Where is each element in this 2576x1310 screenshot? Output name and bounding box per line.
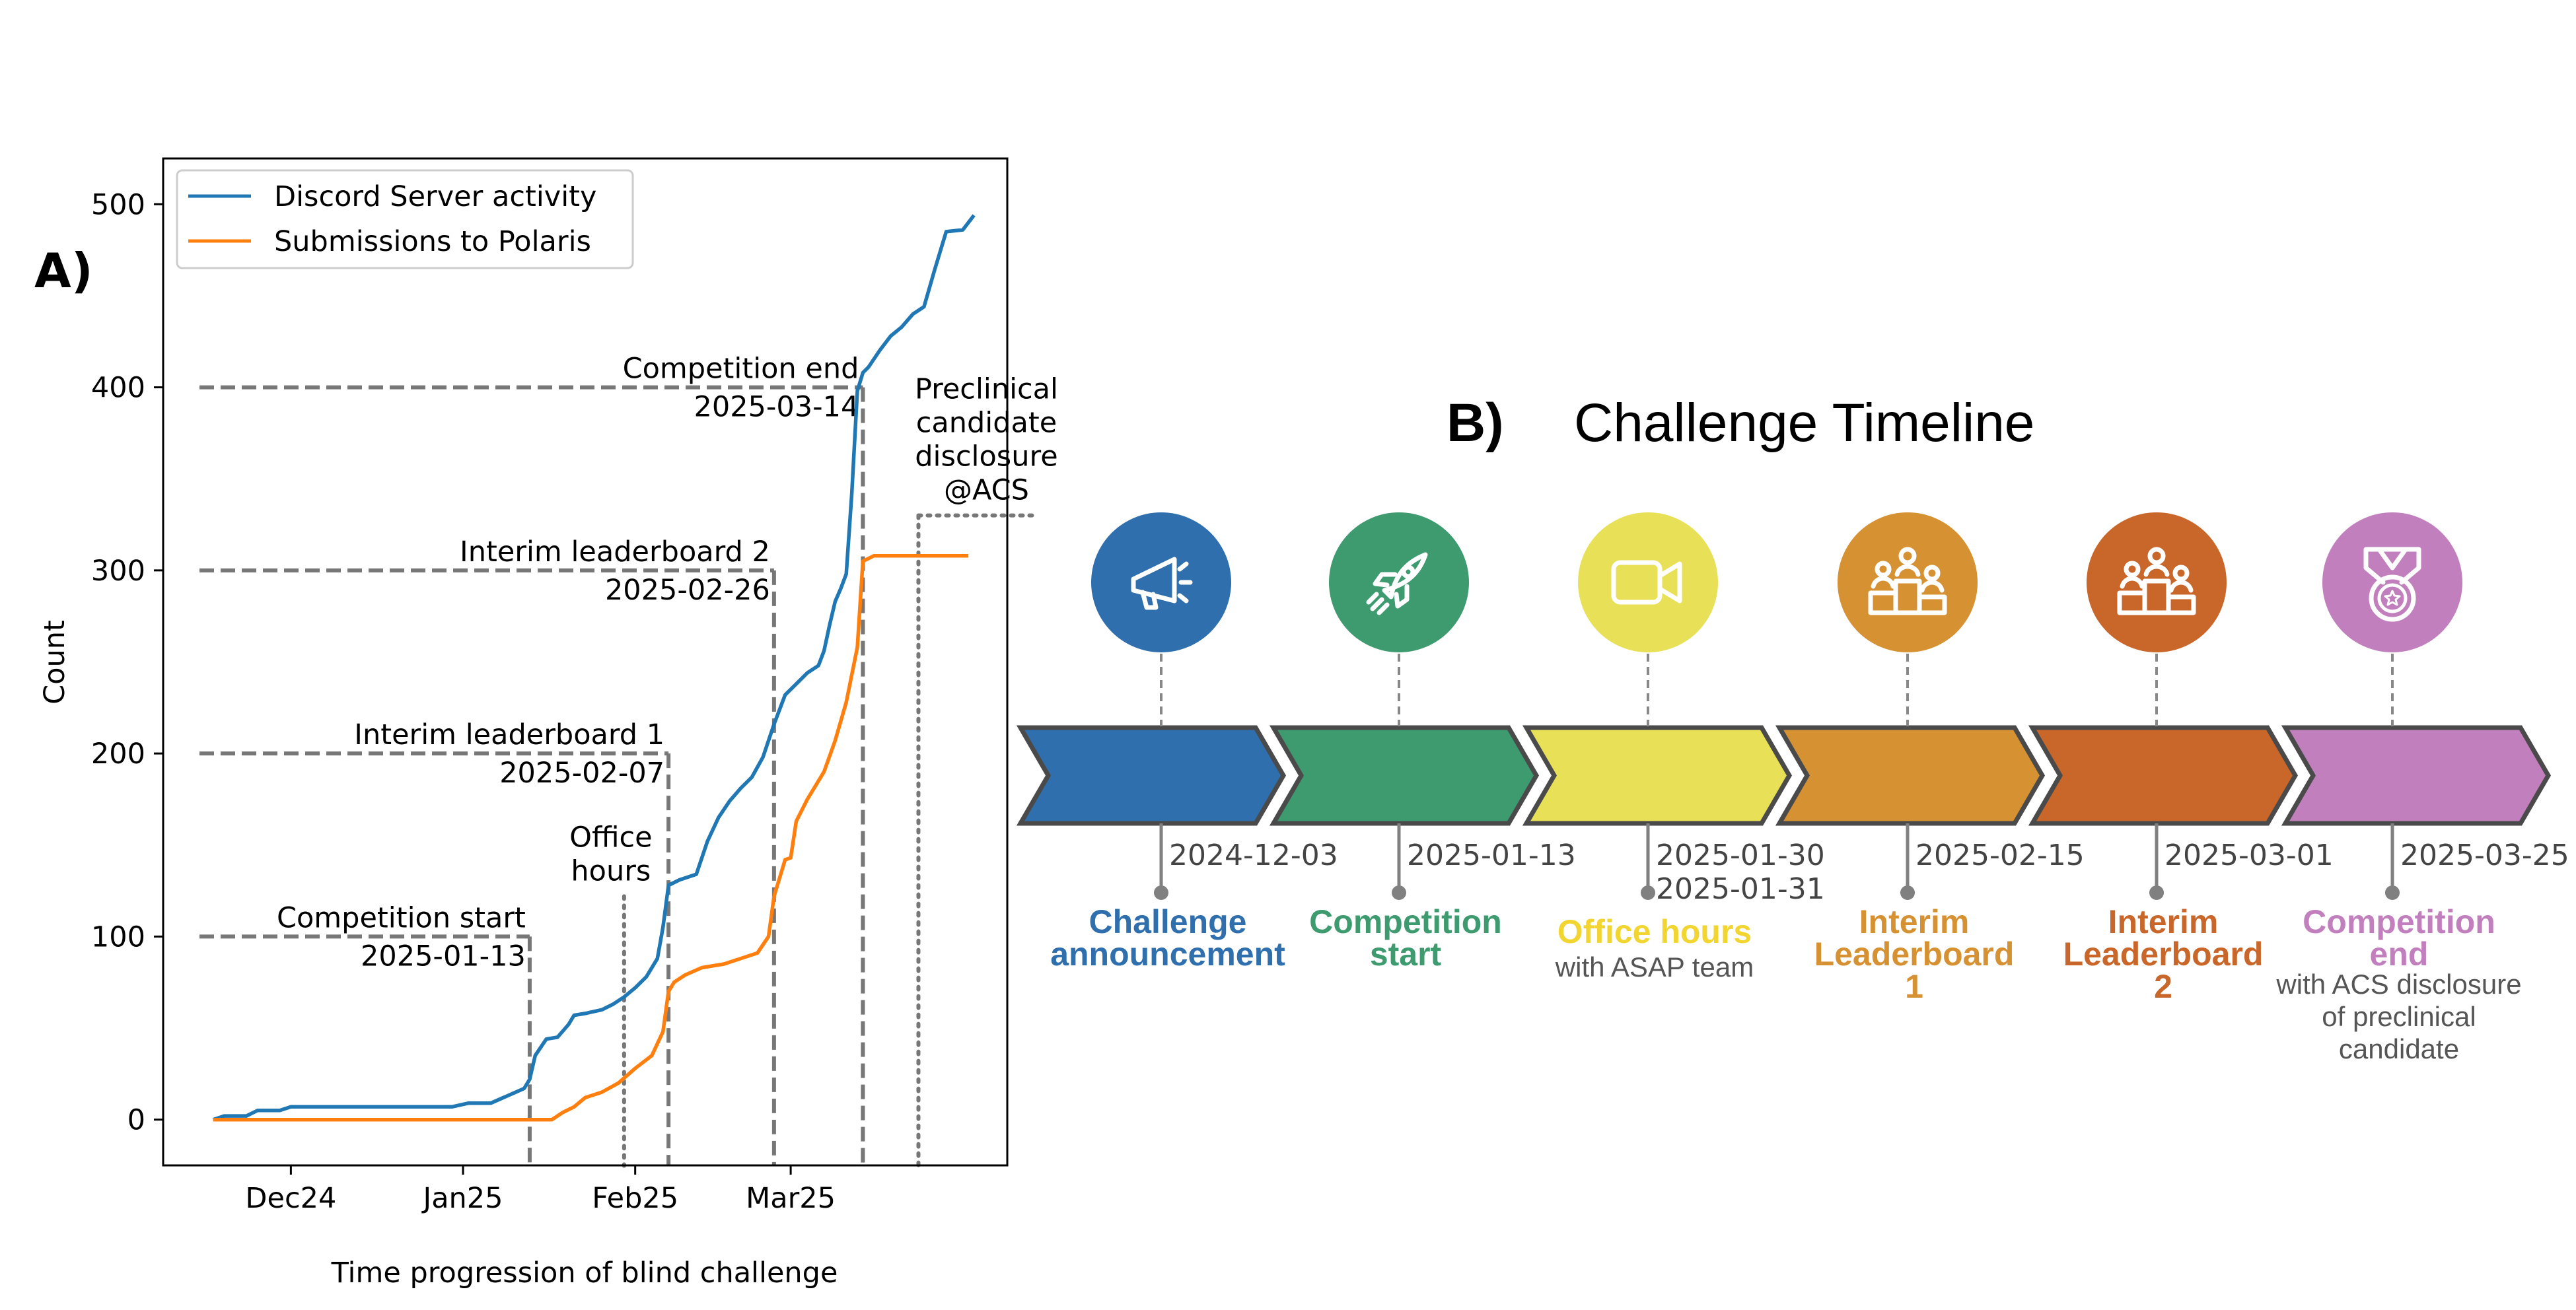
- series-layer: [212, 214, 976, 1122]
- event-label: announcement: [1050, 936, 1285, 973]
- y-tick-label: 200: [91, 738, 145, 771]
- series-line-polaris: [213, 553, 969, 1122]
- event-label: 2: [2154, 968, 2172, 1005]
- annotation-layer: Competition start 2025-01-13 Interim leade…: [199, 353, 1058, 1168]
- timeline-title: Challenge Timeline: [1574, 393, 2034, 453]
- event-date: 2025-02-15: [1915, 839, 2085, 872]
- legend-label-discord: Discord Server activity: [274, 180, 596, 213]
- y-tick-label: 0: [127, 1104, 145, 1137]
- timeline-events: 2024-12-03Challengeannouncement2025-01-1…: [1016, 512, 2569, 1064]
- panel-b-timeline: B) Challenge Timeline 2024-12-03Challeng…: [1016, 393, 2569, 1064]
- event-label: Challenge: [1089, 903, 1247, 940]
- medal-badge: [2322, 512, 2462, 652]
- event-date: 2025-01-13: [1407, 839, 1576, 872]
- megaphone-icon: [1131, 557, 1193, 610]
- x-axis-label: Time progression of blind challenge: [331, 1257, 838, 1290]
- x-tick-label: Jan25: [421, 1182, 503, 1215]
- milestone-title: Competition start: [277, 901, 526, 934]
- event-sublabel: candidate: [2339, 1033, 2459, 1064]
- event-date: 2025-03-01: [2165, 839, 2334, 872]
- event-label: Competition: [1309, 903, 1502, 940]
- rocket-badge: [1329, 512, 1469, 652]
- event-date-secondary: 2025-01-31: [1656, 872, 1825, 906]
- panel-a-chart: A) Competition start 2025-01-13 Interim le…: [34, 157, 1058, 1290]
- event-date: 2025-01-30: [1656, 839, 1825, 872]
- date-pin-dot: [1392, 885, 1406, 900]
- y-tick-label: 100: [91, 920, 145, 953]
- video-camera-badge: [1578, 512, 1718, 652]
- timeline-chevron: [2281, 725, 2552, 826]
- event-annotation-text: Preclinical: [915, 373, 1058, 406]
- date-pin-dot: [2149, 885, 2164, 900]
- panel-a-label: A): [34, 243, 93, 298]
- event-label: end: [2370, 936, 2429, 973]
- date-pin-dot: [2385, 885, 2400, 900]
- x-tick-label: Mar25: [746, 1182, 836, 1215]
- leaderboard-podium-icon: [1868, 547, 1947, 615]
- event-label: 1: [1905, 968, 1923, 1005]
- event-annotation-text: Office: [569, 821, 653, 854]
- y-axis-label: Count: [38, 620, 71, 705]
- y-tick-label: 500: [91, 188, 145, 221]
- milestone-date: 2025-02-07: [499, 757, 664, 790]
- milestone-date: 2025-01-13: [361, 940, 526, 973]
- milestone-date: 2025-02-26: [605, 574, 770, 607]
- event-date: 2024-12-03: [1169, 839, 1338, 872]
- milestone-title: Competition end: [623, 353, 859, 386]
- event-annotation-text: disclosure: [915, 440, 1057, 473]
- megaphone-badge: [1091, 512, 1231, 652]
- milestone-date: 2025-03-14: [694, 391, 859, 424]
- medal-icon: [2363, 547, 2421, 622]
- event-sublabel: with ASAP team: [1555, 951, 1754, 982]
- event-date: 2025-03-25: [2400, 839, 2569, 872]
- milestone-title: Interim leaderboard 1: [354, 718, 664, 751]
- date-pin-dot: [1641, 885, 1655, 900]
- timeline-chevron: [2028, 725, 2299, 826]
- event-sublabel: of preclinical: [2322, 1001, 2476, 1032]
- event-label: Interim: [1859, 903, 1970, 940]
- timeline-chevron: [1269, 725, 1540, 826]
- timeline-chevron: [1522, 725, 1793, 826]
- panel-b-label: B): [1447, 393, 1504, 453]
- event-label: Leaderboard: [1814, 936, 2015, 973]
- event-label: Office hours: [1557, 913, 1752, 950]
- event-label: Interim: [2108, 903, 2219, 940]
- x-tick-label: Feb25: [592, 1182, 678, 1215]
- x-tick-label: Dec24: [245, 1182, 336, 1215]
- timeline-chevron: [1775, 725, 2046, 826]
- timeline-chevron: [1016, 725, 1287, 826]
- event-label: Competition: [2303, 903, 2495, 940]
- event-annotation-text: candidate: [916, 407, 1057, 440]
- date-pin-dot: [1154, 885, 1168, 900]
- plot-frame: [162, 157, 1009, 1167]
- event-label: start: [1370, 936, 1442, 973]
- leaderboard-podium-icon: [2117, 547, 2196, 615]
- y-tick-label: 300: [91, 555, 145, 588]
- series-line-discord: [212, 214, 976, 1122]
- video-camera-icon: [1611, 560, 1682, 605]
- event-annotation-text: @ACS: [944, 474, 1029, 507]
- y-tick-label: 400: [91, 372, 145, 405]
- event-annotation-text: hours: [571, 854, 651, 887]
- legend-label-polaris: Submissions to Polaris: [274, 225, 591, 258]
- event-sublabel: with ACS disclosure: [2275, 969, 2521, 1000]
- rocket-icon: [1366, 552, 1428, 615]
- milestone-title: Interim leaderboard 2: [460, 535, 770, 569]
- legend: Discord Server activity Submissions to P…: [176, 169, 634, 269]
- legend-box: [176, 169, 634, 269]
- event-label: Leaderboard: [2063, 936, 2264, 973]
- date-pin-dot: [1900, 885, 1915, 900]
